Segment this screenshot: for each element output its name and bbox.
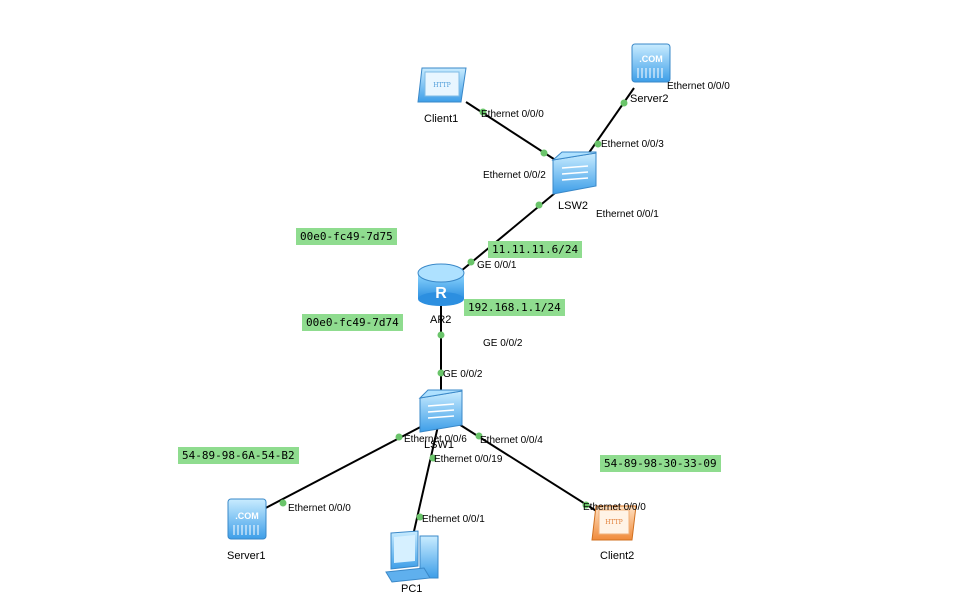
device-label-ar2: AR2: [430, 314, 452, 326]
port-label-client2-e000: Ethernet 0/0/0: [583, 502, 646, 513]
port-dot-client1: [479, 108, 487, 116]
device-label-client1: Client1: [424, 113, 459, 125]
port-label-lsw1-e006: Ethernet 0/0/6: [404, 434, 467, 445]
port-dot-pc1: [416, 513, 424, 521]
port-label-pc1-e001: Ethernet 0/0/1: [422, 514, 485, 525]
client1-http-text: HTTP: [433, 82, 450, 89]
port-label-lsw2-e002: Ethernet 0/0/2: [483, 170, 546, 181]
annotation-mac-server1: 54-89-98-6A-54-B2: [178, 447, 299, 464]
lsw2-icon[interactable]: [551, 151, 597, 195]
annotation-mac-ge002: 00e0-fc49-7d74: [302, 314, 403, 331]
port-dot-lsw2-right: [594, 140, 602, 148]
annotation-ip-ge001: 11.11.11.6/24: [488, 241, 583, 258]
server1-com-text: .COM: [235, 511, 259, 521]
device-label-lsw1: LSW1: [424, 439, 454, 451]
server2-icon[interactable]: .COM: [631, 43, 671, 83]
port-dot-lsw2-down: [535, 201, 543, 209]
device-label-server2: Server2: [630, 93, 669, 105]
device-label-server1: Server1: [227, 550, 266, 562]
server2-com-text: .COM: [639, 54, 663, 64]
port-label-lsw1-ge002: GE 0/0/2: [443, 369, 483, 380]
port-dot-ar2-up: [467, 258, 475, 266]
device-label-pc1: PC1: [401, 583, 423, 595]
client2-http-text: HTTP: [605, 519, 622, 526]
port-label-ar2-ge002: GE 0/0/2: [483, 338, 523, 349]
port-dot-server1: [279, 499, 287, 507]
device-label-lsw2: LSW2: [558, 200, 588, 212]
port-label-client1-e000: Ethernet 0/0/0: [481, 109, 544, 120]
port-label-ar2-ge001: GE 0/0/1: [477, 260, 517, 271]
port-dot-lsw2-left: [540, 149, 548, 157]
annotation-ip-ge002: 192.168.1.1/24: [464, 299, 565, 316]
port-label-lsw1-e0019: Ethernet 0/0/19: [434, 454, 503, 465]
port-dot-lsw1-left: [395, 433, 403, 441]
server1-icon[interactable]: .COM: [227, 498, 267, 540]
port-dot-lsw1-down: [429, 454, 437, 462]
port-label-server1-e000: Ethernet 0/0/0: [288, 503, 351, 514]
lsw1-icon[interactable]: [418, 389, 463, 433]
link-server2-lsw2[interactable]: [585, 87, 635, 158]
device-label-client2: Client2: [600, 550, 635, 562]
ar2-router-icon[interactable]: R: [417, 263, 465, 306]
client2-icon[interactable]: HTTP: [591, 505, 637, 541]
port-label-lsw2-e001: Ethernet 0/0/1: [596, 209, 659, 220]
svg-text:R: R: [435, 285, 447, 302]
port-dot-ar2-down: [437, 331, 445, 339]
port-label-lsw1-e004: Ethernet 0/0/4: [480, 435, 543, 446]
port-dot-lsw1-right: [475, 432, 483, 440]
link-lsw1-pc1[interactable]: [411, 425, 439, 541]
client1-icon[interactable]: HTTP: [417, 67, 467, 103]
port-dot-client2: [582, 501, 590, 509]
port-label-server2-e000: Ethernet 0/0/0: [667, 81, 730, 92]
annotation-mac-client2: 54-89-98-30-33-09: [600, 455, 721, 472]
port-dot-lsw1-up: [437, 369, 445, 377]
pc1-icon[interactable]: [385, 530, 439, 583]
port-label-lsw2-e003: Ethernet 0/0/3: [601, 139, 664, 150]
annotation-mac-ge001: 00e0-fc49-7d75: [296, 228, 397, 245]
port-dot-server2: [620, 99, 628, 107]
